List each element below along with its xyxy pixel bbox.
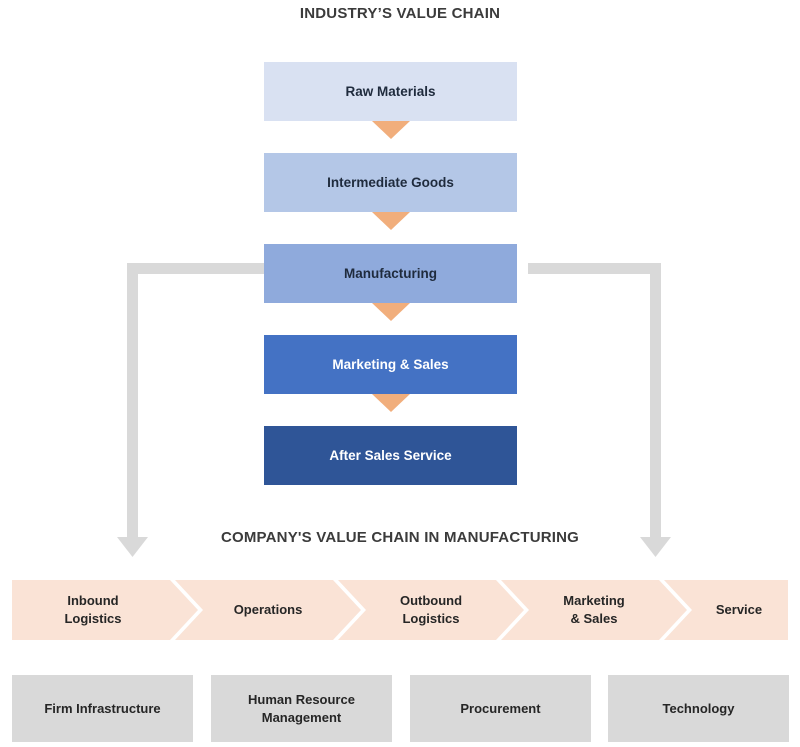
support-activity-label: Procurement xyxy=(460,700,541,716)
down-arrow-icon xyxy=(372,303,410,321)
industry-stage-label: Manufacturing xyxy=(344,266,437,281)
industry-stage-marketing-and-sales[interactable]: Marketing & Sales xyxy=(264,335,517,394)
company-value-chain-title: COMPANY'S VALUE CHAIN IN MANUFACTURING xyxy=(220,529,580,546)
industry-stage-manufacturing[interactable]: Manufacturing xyxy=(264,244,517,303)
industry-stage-raw-materials[interactable]: Raw Materials xyxy=(264,62,517,121)
bracket-arrow-right-icon xyxy=(517,263,671,558)
down-arrow-icon xyxy=(372,394,410,412)
bracket-horizontal-segment xyxy=(528,263,661,274)
bracket-arrow-left-icon xyxy=(117,263,264,558)
industry-stage-after-sales-service[interactable]: After Sales Service xyxy=(264,426,517,485)
primary-activity-label: Operations xyxy=(233,602,303,618)
bracket-vertical-segment xyxy=(650,263,661,537)
primary-activity-marketing-and-sales[interactable]: Marketing& Sales xyxy=(501,580,687,640)
industry-stage-label: Marketing & Sales xyxy=(332,357,449,372)
industry-stage-label: Raw Materials xyxy=(345,84,436,99)
industry-stage-intermediate-goods[interactable]: Intermediate Goods xyxy=(264,153,517,212)
bracket-horizontal-segment xyxy=(127,263,264,274)
industry-value-chain-title: INDUSTRY’S VALUE CHAIN xyxy=(299,5,501,22)
primary-activity-label: Marketing& Sales xyxy=(563,593,625,626)
bracket-vertical-segment xyxy=(127,263,138,537)
industry-stage-label: Intermediate Goods xyxy=(327,175,454,190)
industry-stage-label: After Sales Service xyxy=(329,448,452,463)
primary-activity-label: Service xyxy=(715,602,763,618)
primary-activity-operations[interactable]: Operations xyxy=(175,580,361,640)
support-activity-label: Technology xyxy=(662,700,735,716)
support-activity-label: Firm Infrastructure xyxy=(44,700,161,716)
support-activity-technology[interactable]: Technology xyxy=(608,675,789,742)
support-activity-firm-infrastructure[interactable]: Firm Infrastructure xyxy=(12,675,193,742)
support-activity-procurement[interactable]: Procurement xyxy=(410,675,591,742)
down-arrow-icon xyxy=(372,121,410,139)
down-arrow-icon xyxy=(372,212,410,230)
